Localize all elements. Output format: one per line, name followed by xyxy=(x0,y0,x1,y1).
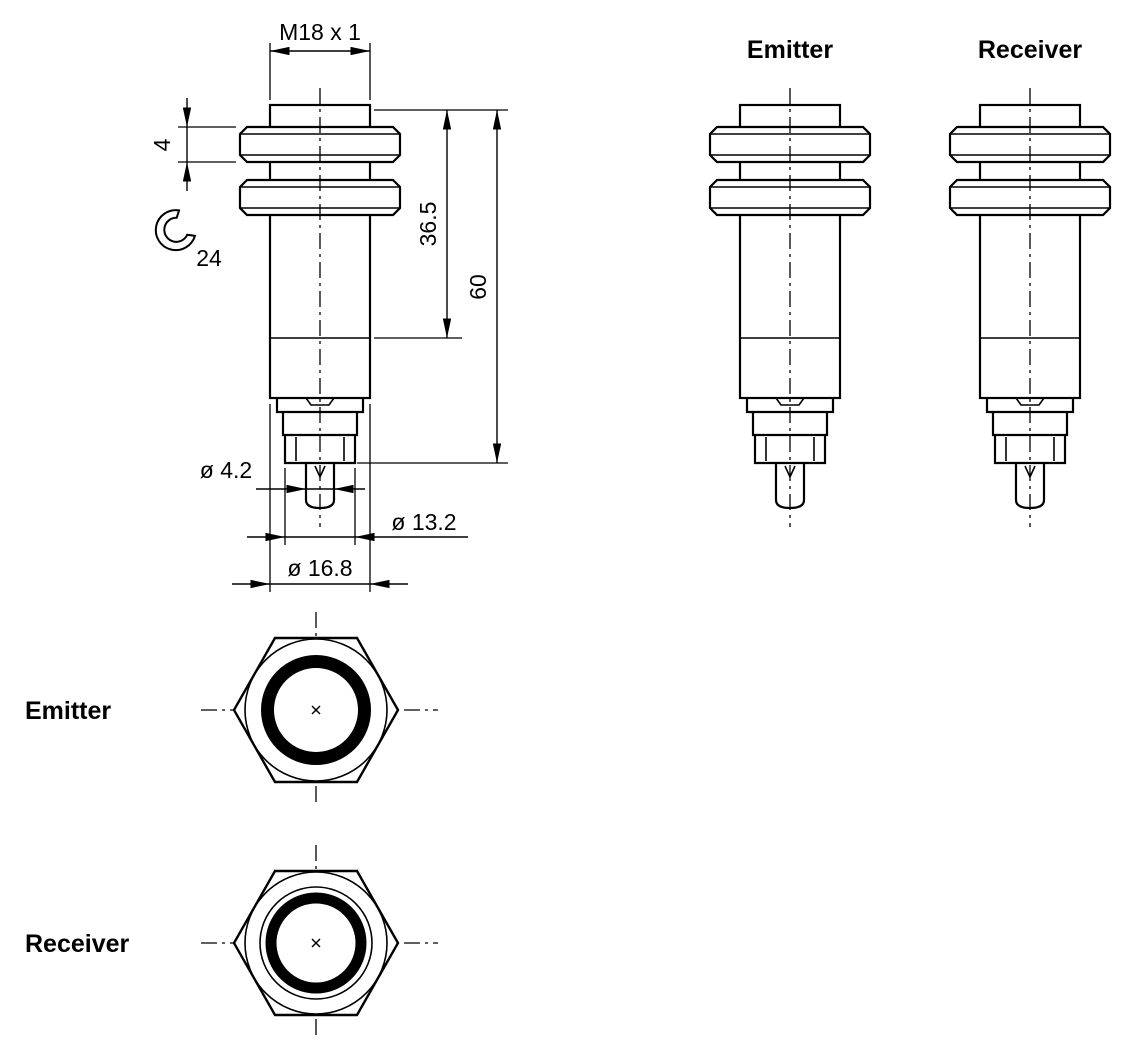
wrench-icon xyxy=(154,209,197,252)
receiver-front-view-label: Receiver xyxy=(25,930,130,958)
emitter-front-view-label: Emitter xyxy=(25,697,111,725)
collar-diameter-dimension: ø 13.2 xyxy=(247,468,468,545)
nut-thickness-dimension: 4 xyxy=(149,98,236,191)
collar-diameter-label: ø 13.2 xyxy=(391,509,456,535)
receiver-side-profile xyxy=(948,86,1112,529)
sensor-side-profile xyxy=(238,86,402,529)
body-diameter-label: ø 16.8 xyxy=(287,555,352,581)
emitter-side-view: Emitter xyxy=(708,36,872,529)
tip-diameter-dimension: ø 4.2 xyxy=(200,457,365,494)
thread-dimension-label: M18 x 1 xyxy=(279,19,361,45)
wrench-size-label: 24 xyxy=(196,245,222,271)
overall-length-label: 60 xyxy=(465,274,491,300)
overall-length-dimension: 60 xyxy=(357,110,508,464)
thread-length-dimension: 36.5 xyxy=(374,109,508,339)
receiver-lens-ring xyxy=(265,892,367,994)
receiver-hex-face xyxy=(199,843,440,1040)
emitter-lens-ring xyxy=(261,655,371,765)
thread-dimension: M18 x 1 xyxy=(269,19,371,100)
emitter-hex-face xyxy=(199,610,440,807)
wrench-size-annotation: 24 xyxy=(154,209,222,271)
nut-thickness-label: 4 xyxy=(149,138,175,151)
tip-diameter-label: ø 4.2 xyxy=(200,457,252,483)
emitter-side-profile xyxy=(708,86,872,529)
emitter-front-view: Emitter xyxy=(25,610,440,807)
thread-length-label: 36.5 xyxy=(415,202,441,247)
receiver-lens-outer-circle xyxy=(259,886,373,1000)
dimensioned-side-view: M18 x 1 4 24 36.5 6 xyxy=(149,19,508,592)
receiver-front-view: Receiver xyxy=(25,843,440,1040)
body-diameter-dimension: ø 16.8 xyxy=(232,404,408,592)
emitter-side-view-label: Emitter xyxy=(747,36,833,64)
receiver-side-view: Receiver xyxy=(948,36,1112,529)
receiver-side-view-label: Receiver xyxy=(978,36,1083,64)
